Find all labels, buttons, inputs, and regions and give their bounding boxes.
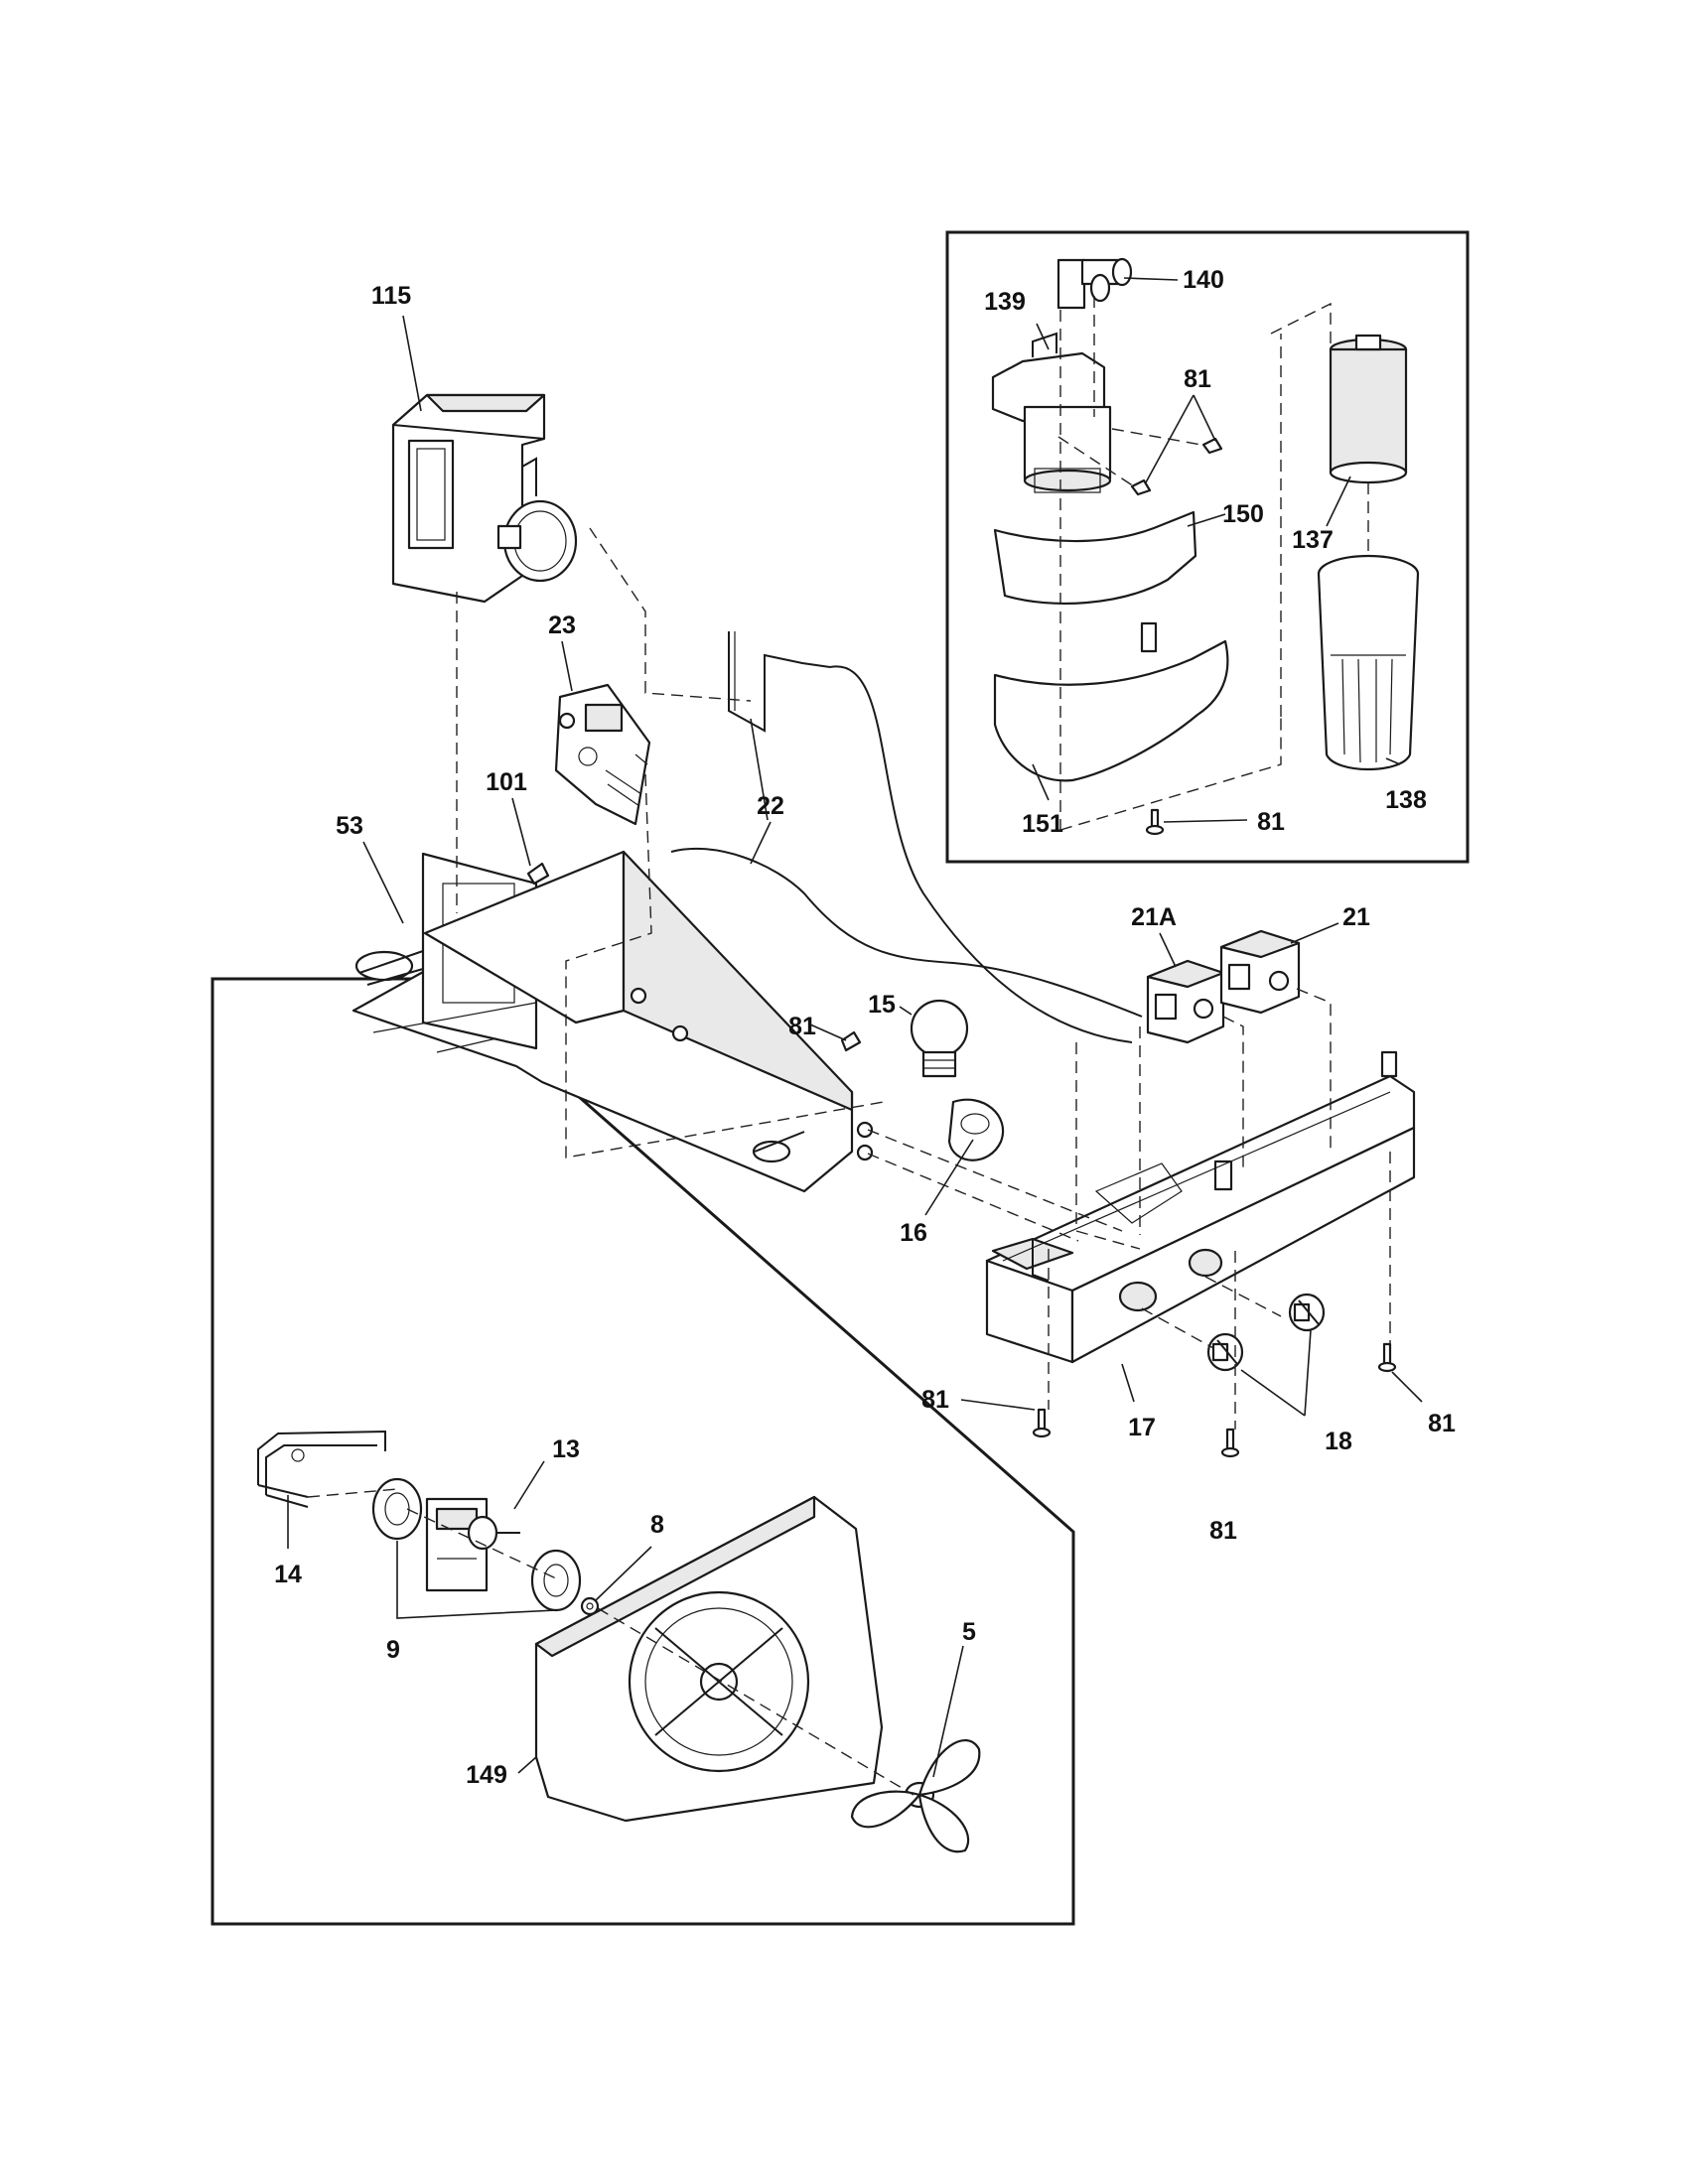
part-21A-switch	[1146, 959, 1225, 1044]
label-81-housing-right: 81	[1428, 1410, 1456, 1437]
assembly-lines	[307, 296, 1391, 1796]
label-138: 138	[1385, 786, 1427, 814]
label-149: 149	[466, 1761, 507, 1789]
part-53-dispenser-support	[352, 850, 874, 1193]
label-14: 14	[274, 1561, 302, 1588]
label-101: 101	[486, 768, 527, 796]
part-15-lamp	[910, 999, 969, 1078]
screw-81-lamp	[840, 1030, 862, 1052]
label-115: 115	[371, 282, 411, 310]
part-139-filter-head	[991, 332, 1112, 493]
water-filter-inset-frame	[945, 230, 1470, 864]
screw-81-inset-bottom	[1145, 808, 1165, 836]
part-115-actuator	[391, 393, 578, 604]
fan-inset-frame	[211, 977, 1075, 1926]
label-81-inset-bottom: 81	[1257, 808, 1285, 836]
part-17-housing	[985, 1050, 1416, 1364]
label-8: 8	[650, 1511, 664, 1539]
label-150: 150	[1222, 500, 1264, 528]
label-81-lamp: 81	[788, 1013, 816, 1040]
label-81-housing-left: 81	[921, 1386, 949, 1414]
leader-lines	[287, 277, 1423, 1778]
part-22-wire-harness	[670, 631, 1143, 1043]
label-9: 9	[386, 1636, 400, 1664]
part-labels: 115 23 101 53 22 15 81 16 21A 21 17 18 8…	[274, 266, 1456, 1789]
part-16-lamp-socket	[947, 1098, 1004, 1161]
part-13-fan-motor	[425, 1497, 520, 1592]
part-151-filter-cover-lower	[993, 621, 1229, 782]
part-149-fan-shroud	[534, 1495, 884, 1823]
part-9-grommets	[371, 1477, 582, 1612]
label-23: 23	[548, 612, 576, 639]
label-151: 151	[1022, 810, 1063, 838]
part-140-elbow-fitting	[1056, 257, 1133, 310]
label-21A: 21A	[1131, 903, 1177, 931]
label-139: 139	[984, 288, 1026, 316]
label-15: 15	[868, 991, 896, 1019]
label-22: 22	[757, 792, 784, 820]
part-8-washer	[580, 1596, 600, 1616]
label-81-housing-mid: 81	[1209, 1517, 1237, 1545]
screw-81-housing-left	[1032, 1408, 1052, 1438]
label-140: 140	[1183, 266, 1224, 294]
part-150-filter-cover-upper	[993, 510, 1197, 606]
part-137-filter-cartridge	[1329, 334, 1408, 484]
screws-81-inset-top	[1130, 437, 1223, 496]
part-5-fan-blade	[850, 1739, 981, 1853]
label-18: 18	[1325, 1428, 1352, 1455]
part-14-bracket	[257, 1430, 386, 1508]
label-137: 137	[1292, 526, 1334, 554]
part-23-control-board	[554, 683, 651, 826]
label-17: 17	[1128, 1414, 1156, 1441]
label-16: 16	[900, 1219, 927, 1247]
screw-81-housing-right	[1377, 1342, 1397, 1373]
screw-81-housing-mid	[1220, 1428, 1240, 1458]
label-21: 21	[1342, 903, 1370, 931]
label-5: 5	[962, 1618, 976, 1646]
part-138-filter-bowl	[1317, 554, 1420, 770]
screw-101	[526, 862, 550, 886]
label-53: 53	[336, 812, 363, 840]
part-18-knobs	[1206, 1293, 1326, 1372]
label-13: 13	[552, 1435, 580, 1463]
part-21-switch	[1219, 929, 1301, 1015]
label-81-inset-top: 81	[1184, 365, 1211, 393]
